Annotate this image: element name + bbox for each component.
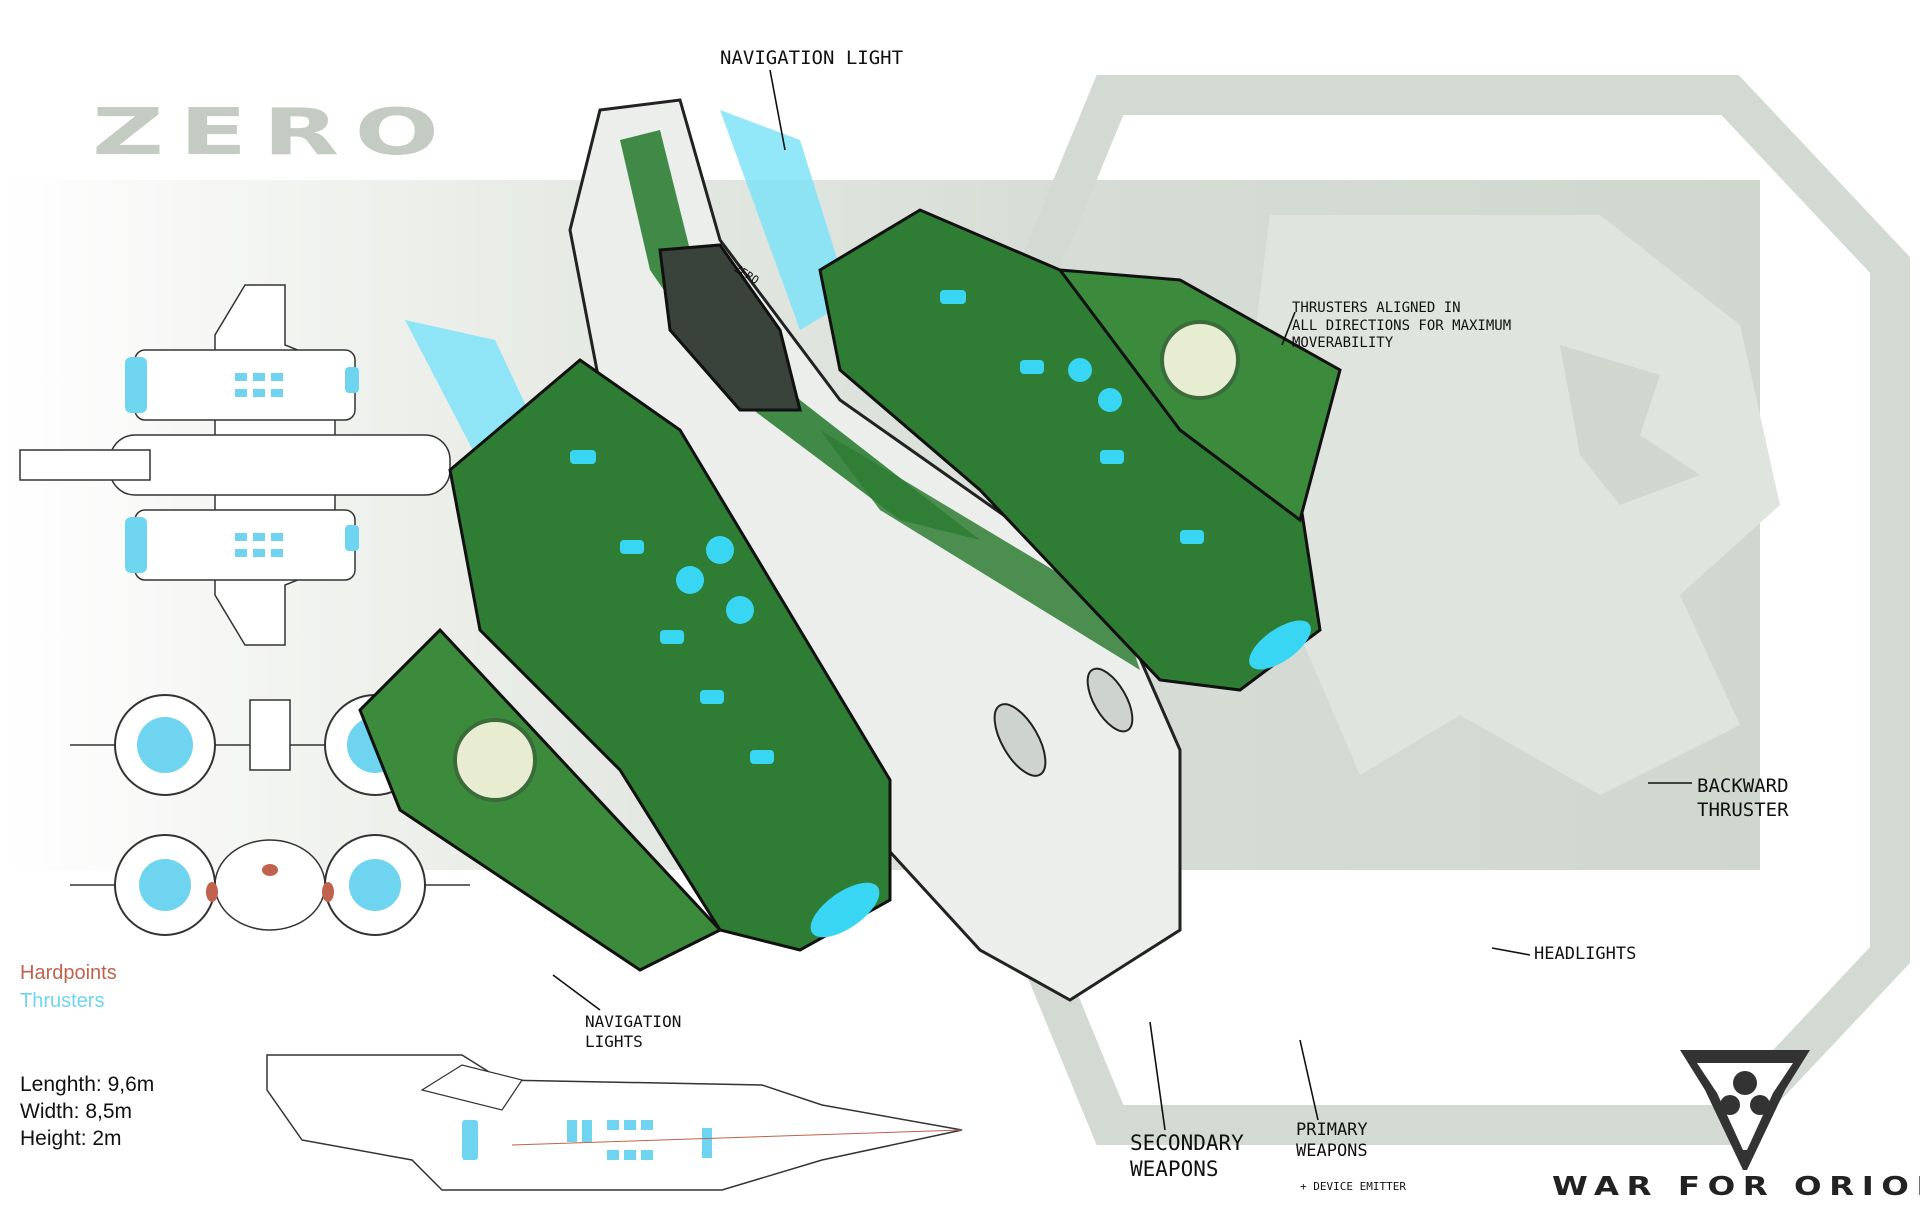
triangle-orb-logo-icon [1680, 1050, 1810, 1170]
spec-width: Width: 8,5m [20, 1100, 133, 1123]
front-view-drawing [70, 834, 470, 936]
label-device-emitter: + DEVICE EMITTER [1300, 1180, 1406, 1193]
label-secondary-weapons: SECONDARY WEAPONS [1130, 1131, 1244, 1182]
spec-length: Lenghth: 9,6m [20, 1073, 155, 1096]
hardpoint-mark [206, 882, 218, 902]
label-navigation-light: NAVIGATION LIGHT [720, 47, 904, 69]
brand-name: WAR FOR ORION [1552, 1172, 1920, 1202]
hardpoint-mark [322, 882, 334, 902]
spaceship-illustration [358, 98, 1342, 1002]
label-thrusters-aligned: THRUSTERS ALIGNED IN ALL DIRECTIONS FOR … [1292, 300, 1512, 351]
faction-badge-icon [1160, 320, 1240, 400]
label-headlights: HEADLIGHTS [1534, 944, 1637, 964]
thruster-mark [125, 517, 147, 573]
legend-hardpoints: Hardpoints [20, 962, 117, 984]
label-backward-thruster: BACKWARD THRUSTER [1697, 775, 1789, 821]
spec-height: Height: 2m [20, 1127, 122, 1150]
hardpoint-mark [262, 864, 278, 876]
faction-badge-icon [453, 718, 537, 802]
top-view-drawing [19, 284, 451, 646]
label-navigation-lights: NAVIGATION LIGHTS [585, 1012, 682, 1051]
thruster-mark [125, 357, 147, 413]
legend-thrusters: Thrusters [20, 990, 105, 1012]
title-logo-zero: ZERO [92, 96, 455, 170]
side-view-drawing [266, 1054, 963, 1191]
label-primary-weapons: PRIMARY WEAPONS [1296, 1120, 1368, 1162]
